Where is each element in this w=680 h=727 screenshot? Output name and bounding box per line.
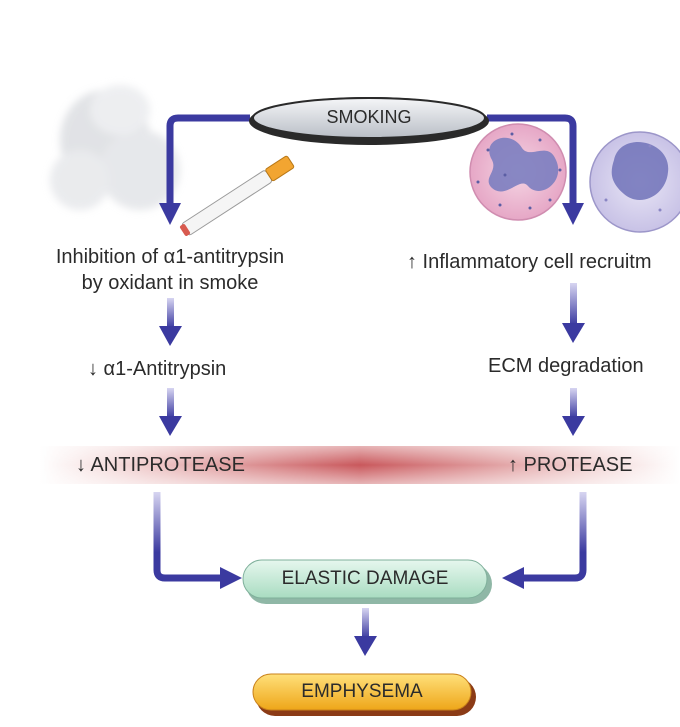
smoking-label: SMOKING (326, 107, 412, 127)
ecm-degradation-label: ECM degradation (488, 355, 644, 377)
arrow-smoking-to-inhibition (159, 114, 250, 225)
inflammatory-recruitment-label: ↑ Inflammatory cell recruitm (407, 251, 652, 273)
arrow-inhibition-to-antitrypsin (159, 298, 182, 346)
antitrypsin-label: ↓ α1-Antitrypsin (88, 358, 227, 380)
emphysema-node (252, 673, 476, 716)
arrow-inflammation-to-ecm (562, 283, 585, 343)
emphysema-label: EMPHYSEMA (301, 681, 423, 702)
arrow-smoking-to-inflammation (487, 114, 584, 225)
protease-balance-band (40, 446, 680, 484)
elastic-damage-label: ELASTIC DAMAGE (281, 568, 449, 589)
neutrophil-cell-icon (469, 123, 567, 221)
arrow-antiprotease-to-elastic-damage (153, 492, 242, 589)
arrow-ecm-to-protease (562, 388, 585, 436)
arrow-elastic-damage-to-emphysema (354, 608, 377, 656)
smoke-cloud-icon (50, 85, 180, 210)
inhibition-label-line1: Inhibition of α1-antitrypsin (55, 246, 285, 268)
arrow-antitrypsin-to-antiprotease (159, 388, 182, 436)
arrow-protease-to-elastic-damage (502, 492, 587, 589)
protease-label: ↑ PROTEASE (508, 454, 633, 476)
inhibition-label-line2: by oxidant in smoke (81, 272, 259, 294)
macrophage-cell-icon (589, 131, 680, 233)
cigarette-icon (179, 155, 295, 236)
antiprotease-label: ↓ ANTIPROTEASE (76, 454, 245, 476)
smoking-node (249, 97, 489, 145)
elastic-damage-node (242, 559, 492, 604)
